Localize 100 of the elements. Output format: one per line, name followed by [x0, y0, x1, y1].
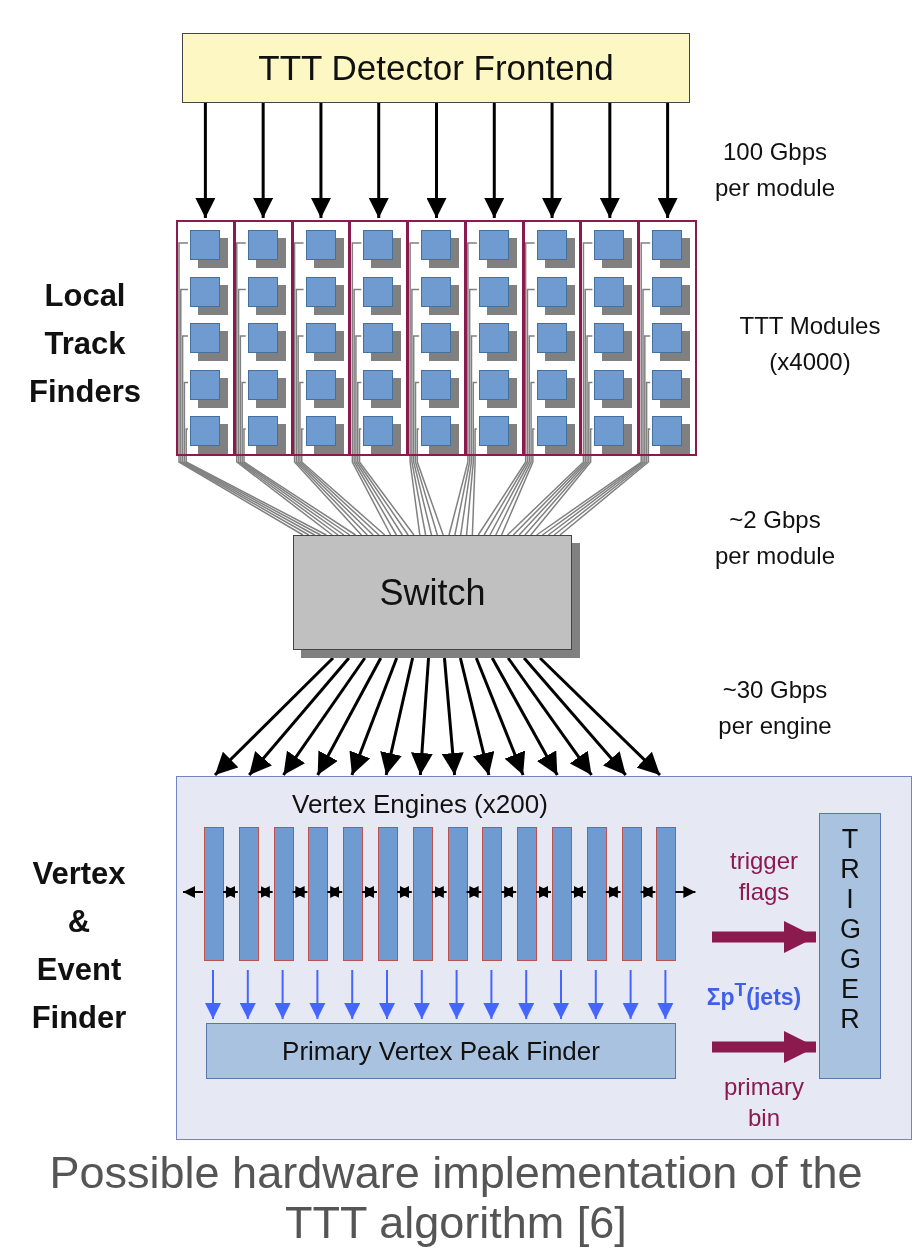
connector-line — [299, 381, 380, 536]
arrow — [309, 969, 326, 1020]
module-chip — [536, 369, 575, 408]
arrow — [248, 657, 351, 776]
module-chip — [247, 416, 286, 454]
double-arrow — [326, 886, 344, 898]
double-arrow — [639, 886, 657, 898]
connector-line — [181, 335, 316, 536]
module-chip — [305, 230, 344, 268]
module-chip — [363, 276, 402, 315]
arrow — [474, 657, 526, 776]
double-arrow — [570, 886, 587, 898]
module-column — [638, 220, 697, 456]
module-chip — [247, 276, 286, 315]
module-chip — [478, 323, 517, 361]
connector-line — [236, 242, 333, 536]
connector-line — [454, 288, 478, 536]
arrow — [506, 657, 593, 776]
connector-line — [178, 242, 304, 536]
arrow — [490, 657, 559, 776]
module-chip — [652, 416, 691, 454]
arrow — [553, 969, 569, 1020]
peak-finder-box: Primary Vertex Peak Finder — [206, 1023, 676, 1079]
arrow — [239, 969, 256, 1020]
module-column — [176, 220, 235, 456]
arrow — [316, 657, 383, 776]
vertex-engine-bar — [482, 827, 503, 961]
connector-line — [412, 335, 433, 536]
module-column — [349, 220, 409, 456]
connector-line — [351, 242, 392, 536]
module-chip — [652, 230, 691, 268]
connector-line — [448, 242, 478, 536]
module-column — [291, 220, 351, 456]
module-chip — [190, 230, 228, 268]
connector-line — [535, 242, 651, 536]
double-arrow — [604, 886, 622, 898]
double-arrow — [535, 886, 552, 898]
connector-line — [243, 428, 357, 536]
vertex-engine-bar — [656, 827, 677, 961]
arrow — [657, 103, 678, 218]
arrow — [410, 657, 433, 776]
arrow — [674, 886, 697, 898]
thick-arrow — [712, 921, 816, 953]
module-column — [233, 220, 293, 456]
arrow — [518, 969, 535, 1020]
connector-line — [183, 381, 322, 536]
connector-line — [506, 242, 594, 536]
module-chip — [421, 416, 460, 454]
connector-line — [465, 381, 478, 536]
connector-line — [416, 428, 444, 536]
module-chip — [190, 369, 228, 408]
arrow — [253, 103, 274, 218]
arrow — [426, 103, 447, 218]
connector-line — [301, 428, 386, 536]
arrow — [522, 657, 627, 776]
bandwidth-note: ~2 Gbps per module — [714, 505, 836, 571]
module-chip — [190, 323, 228, 361]
module-chip — [536, 230, 575, 268]
arrow — [380, 657, 415, 776]
module-chip — [190, 416, 228, 454]
arrow — [310, 103, 331, 218]
double-arrow — [256, 886, 274, 898]
connector-line — [295, 288, 368, 536]
bandwidth-note: ~30 Gbps per engine — [717, 675, 833, 741]
section-label: Local Track Finders — [28, 277, 142, 412]
arrow — [458, 657, 495, 776]
connector-line — [495, 381, 536, 536]
connector-line — [180, 288, 310, 536]
double-arrow — [500, 886, 518, 898]
arrow — [349, 657, 399, 776]
connector-line — [500, 428, 536, 536]
panel-heading: Vertex Engines (x200) — [292, 789, 548, 820]
module-chip — [363, 369, 402, 408]
module-chip — [478, 230, 517, 268]
module-chip — [305, 416, 344, 454]
connector-line — [518, 335, 594, 536]
connector-line — [185, 428, 328, 536]
arrow — [379, 969, 395, 1020]
vertex-engine-bar — [273, 827, 294, 961]
module-count-note: TTT Modules (x4000) — [738, 311, 882, 377]
connector-line — [477, 242, 536, 536]
vertex-engine-bar — [308, 827, 329, 961]
module-chip — [652, 323, 691, 361]
connector-line — [547, 335, 651, 536]
connector-line — [553, 381, 651, 536]
arrow — [441, 657, 464, 776]
connector-line — [239, 335, 345, 536]
vertex-engine-bar — [238, 827, 259, 961]
arrow — [599, 103, 620, 218]
connector-line — [358, 428, 415, 536]
module-chip — [305, 323, 344, 361]
module-chip — [594, 416, 633, 454]
thick-arrow — [712, 1031, 816, 1063]
connector-line — [541, 288, 651, 536]
module-chip — [363, 416, 402, 454]
arrow — [484, 103, 505, 218]
vertex-engine-bar — [447, 827, 468, 961]
caption: Possible hardware implementation of the TTT algorithm [6] — [48, 1148, 864, 1248]
module-chip — [478, 369, 517, 408]
arrow — [657, 969, 674, 1020]
